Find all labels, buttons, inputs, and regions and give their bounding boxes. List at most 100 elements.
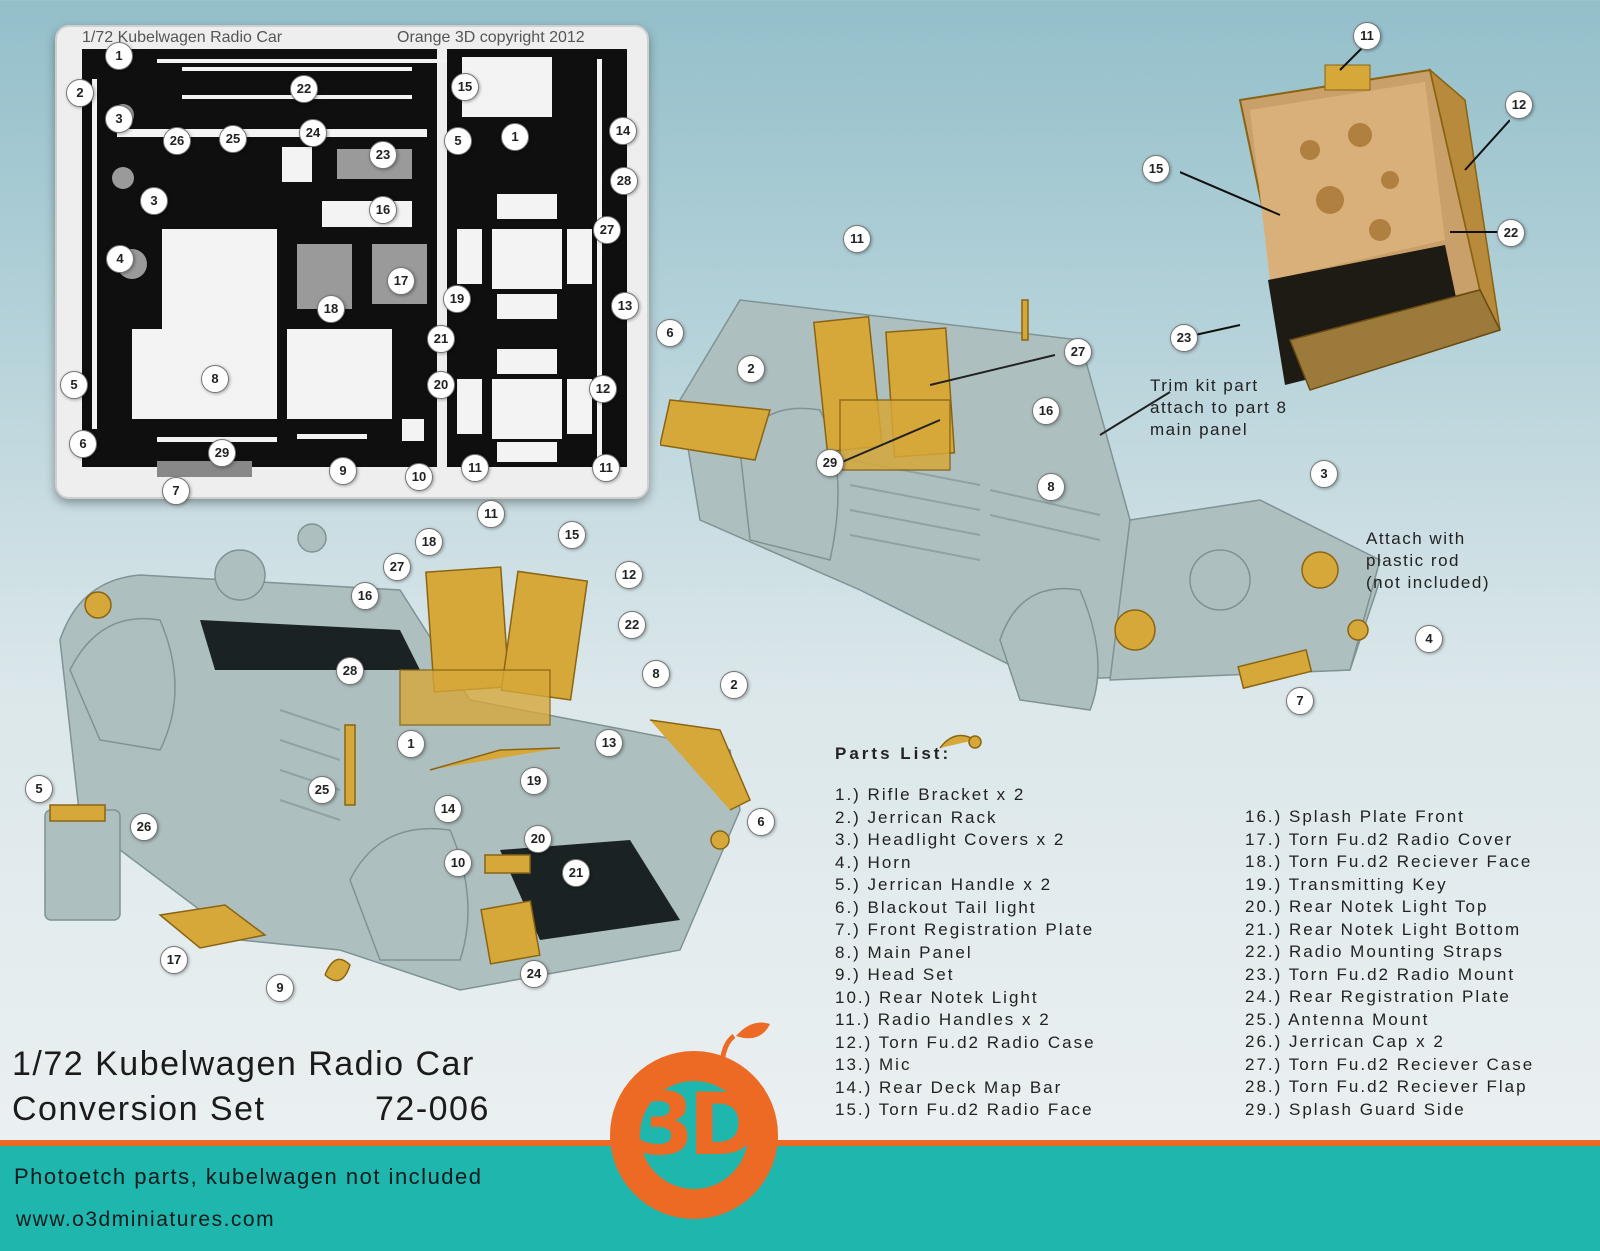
callout: 12 xyxy=(589,375,617,403)
parts-list-item: 17.) Torn Fu.d2 Radio Cover xyxy=(1245,829,1514,849)
callout: 11 xyxy=(1353,22,1381,50)
callout: 14 xyxy=(609,117,637,145)
parts-list-item: 11.) Radio Handles x 2 xyxy=(835,1010,1051,1029)
callout: 17 xyxy=(387,267,415,295)
callout: 10 xyxy=(405,463,433,491)
callout: 21 xyxy=(562,859,590,887)
callout: 20 xyxy=(524,825,552,853)
callout: 20 xyxy=(427,371,455,399)
callout: 16 xyxy=(369,196,397,224)
parts-list-item: 3.) Headlight Covers x 2 xyxy=(835,830,1066,849)
parts-list-item: 19.) Transmitting Key xyxy=(1245,874,1448,894)
callout: 16 xyxy=(1032,397,1060,425)
parts-list-item: 26.) Jerrican Cap x 2 xyxy=(1245,1032,1445,1051)
parts-list-item: 24.) Rear Registration Plate xyxy=(1245,987,1511,1006)
jerrican xyxy=(44,804,121,921)
callout: 25 xyxy=(219,125,247,153)
parts-list-item: 14.) Rear Deck Map Bar xyxy=(835,1077,1063,1097)
parts-list-item: 5.) Jerrican Handle x 2 xyxy=(835,875,1053,894)
callout: 19 xyxy=(520,767,548,795)
callout: 13 xyxy=(595,729,623,757)
fret-plate-7 xyxy=(157,461,252,477)
callout: 5 xyxy=(444,127,472,155)
radio-closeup xyxy=(1180,44,1510,391)
callout: 18 xyxy=(317,295,345,323)
website-link[interactable]: www.o3dminiatures.com xyxy=(16,1208,276,1231)
callout: 26 xyxy=(163,127,191,155)
parts-list-item: 18.) Torn Fu.d2 Reciever Face xyxy=(1245,852,1533,871)
parts-list-item: 27.) Torn Fu.d2 Reciever Case xyxy=(1245,1054,1535,1074)
callout: 9 xyxy=(329,457,357,485)
parts-list-col2: 16.) Splash Plate Front 17.) Torn Fu.d2 … xyxy=(1245,806,1534,1121)
callout: 11 xyxy=(477,500,505,528)
callout: 21 xyxy=(427,325,455,353)
parts-list-item: 6.) Blackout Tail light xyxy=(835,897,1037,917)
footer-tagline: Photoetch parts, kubelwagen not included xyxy=(14,1164,483,1189)
callout: 4 xyxy=(1415,625,1443,653)
callout: 3 xyxy=(140,187,168,215)
callout: 26 xyxy=(130,813,158,841)
callout: 27 xyxy=(1064,338,1092,366)
callout: 16 xyxy=(351,582,379,610)
callout: 7 xyxy=(162,477,190,505)
parts-list-item: 25.) Antenna Mount xyxy=(1245,1009,1430,1029)
callout: 28 xyxy=(336,657,364,685)
callout: 7 xyxy=(1286,687,1314,715)
callout: 17 xyxy=(160,946,188,974)
callout: 4 xyxy=(106,245,134,273)
parts-list-item: 23.) Torn Fu.d2 Radio Mount xyxy=(1245,964,1516,984)
callout: 10 xyxy=(444,849,472,877)
parts-list-item: 20.) Rear Notek Light Top xyxy=(1245,897,1489,916)
parts-list-item: 1.) Rifle Bracket x 2 xyxy=(835,785,1026,804)
parts-list-item: 16.) Splash Plate Front xyxy=(1245,807,1465,826)
callout: 18 xyxy=(415,528,443,556)
parts-list-item: 12.) Torn Fu.d2 Radio Case xyxy=(835,1032,1096,1052)
callout: 11 xyxy=(592,454,620,482)
leaf-icon xyxy=(719,1022,770,1064)
footer-bar xyxy=(0,1140,1600,1251)
parts-list-item: 2.) Jerrican Rack xyxy=(835,807,998,827)
kubelwagen-front-view xyxy=(44,523,751,991)
callout: 11 xyxy=(461,454,489,482)
parts-list-item: 4.) Horn xyxy=(835,852,913,872)
photo-etch-fret: 1/72 Kubelwagen Radio Car Orange 3D copy… xyxy=(55,25,649,499)
fret-title: 1/72 Kubelwagen Radio Car xyxy=(82,29,283,46)
callout: 14 xyxy=(434,795,462,823)
logo-text: 3D xyxy=(634,1075,759,1175)
callout: 19 xyxy=(443,285,471,313)
callout: 12 xyxy=(615,561,643,589)
product-subtitle: Conversion Set xyxy=(12,1090,266,1128)
callout: 15 xyxy=(451,73,479,101)
callout: 25 xyxy=(308,776,336,804)
parts-list-item: 22.) Radio Mounting Straps xyxy=(1245,942,1504,961)
fret-left-sheet xyxy=(82,49,447,467)
callout: 6 xyxy=(656,319,684,347)
callout: 22 xyxy=(1497,219,1525,247)
callout: 1 xyxy=(105,42,133,70)
callout: 22 xyxy=(618,611,646,639)
parts-list-item: 28.) Torn Fu.d2 Reciever Flap xyxy=(1245,1077,1528,1096)
callout: 8 xyxy=(1037,473,1065,501)
callout: 13 xyxy=(611,292,639,320)
orange-3d-logo: 3D xyxy=(614,1055,774,1215)
callout: 6 xyxy=(69,430,97,458)
product-title: 1/72 Kubelwagen Radio Car xyxy=(12,1045,475,1083)
callout: 27 xyxy=(593,216,621,244)
logo-inner-circle xyxy=(640,1081,748,1189)
parts-list-item: 10.) Rear Notek Light xyxy=(835,987,1039,1007)
callout: 22 xyxy=(290,75,318,103)
callout: 8 xyxy=(642,660,670,688)
parts-list-item: 15.) Torn Fu.d2 Radio Face xyxy=(835,1100,1094,1119)
headset-icon xyxy=(939,734,982,749)
callout: 2 xyxy=(720,671,748,699)
kubelwagen-rear-view xyxy=(660,299,1381,711)
note-attach-rod: Attach with plastic rod (not included) xyxy=(1366,529,1491,592)
note-trim-kit: Trim kit part attach to part 8 main pane… xyxy=(1150,376,1288,439)
fret-copyright: Orange 3D copyright 2012 xyxy=(397,29,585,46)
parts-list-item: 13.) Mic xyxy=(835,1055,912,1074)
callout: 27 xyxy=(383,553,411,581)
callout: 12 xyxy=(1505,91,1533,119)
callout: 9 xyxy=(266,974,294,1002)
callout: 24 xyxy=(520,960,548,988)
callout: 5 xyxy=(25,775,53,803)
